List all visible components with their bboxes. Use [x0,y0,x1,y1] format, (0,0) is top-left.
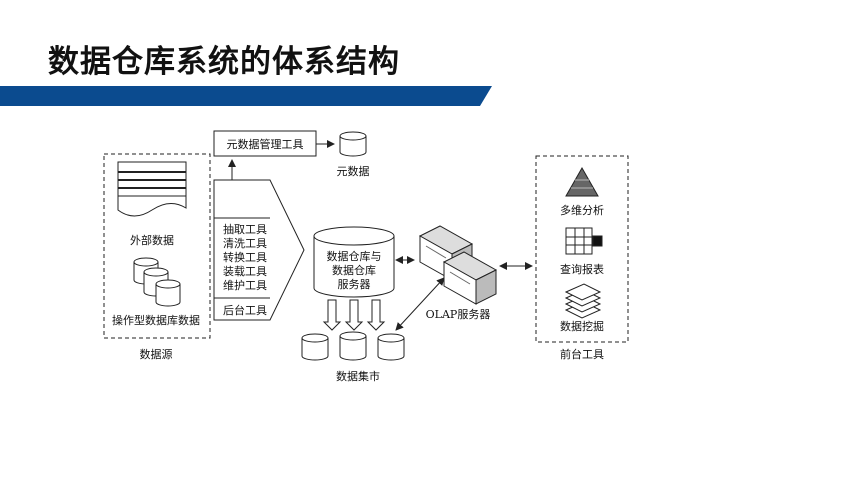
data-source-label: 数据源 [140,347,173,361]
metadata-icon [339,131,367,157]
backend-tools-label: 后台工具 [223,303,267,317]
backend-tools-arrow [213,179,305,321]
frontend-tools-box [535,155,629,343]
external-data-label: 外部数据 [130,233,174,247]
metadata-tool-box [213,130,317,157]
data-mart-icon [301,331,405,361]
pyramid-icon [565,166,599,197]
etl-tool-0: 抽取工具 [223,222,267,236]
metadata-tool-label: 元数据管理工具 [227,137,304,151]
frontend-item-0: 多维分析 [560,203,604,217]
warehouse-label-0: 数据仓库与 [327,249,382,263]
data-source-box [103,153,211,339]
olap-datamart-arrow [395,277,445,331]
warehouse-server-icon [313,226,395,298]
data-mart-arrows [322,299,386,331]
frontend-tools-label: 前台工具 [560,347,604,361]
operational-db-icon [133,257,181,307]
data-mining-icon [564,283,602,319]
etl-tool-3: 装载工具 [223,265,267,278]
warehouse-label-2: 服务器 [338,278,371,291]
frontend-item-1: 查询报表 [560,262,604,276]
olap-server-label: OLAP服务器 [426,308,491,321]
data-mart-label: 数据集市 [336,369,380,383]
report-icon [565,227,603,255]
etl-tool-4: 维护工具 [223,278,267,292]
warehouse-label-1: 数据仓库 [332,263,376,277]
etl-tool-2: 转换工具 [223,250,267,264]
external-data-icon [117,161,187,217]
operational-db-label: 操作型数据库数据 [112,313,200,327]
frontend-item-2: 数据挖掘 [560,319,604,333]
metadata-label: 元数据 [337,164,370,178]
page-title: 数据仓库系统的体系结构 [48,44,400,80]
etl-tool-1: 清洗工具 [223,237,267,250]
olap-server-icon [418,225,498,305]
